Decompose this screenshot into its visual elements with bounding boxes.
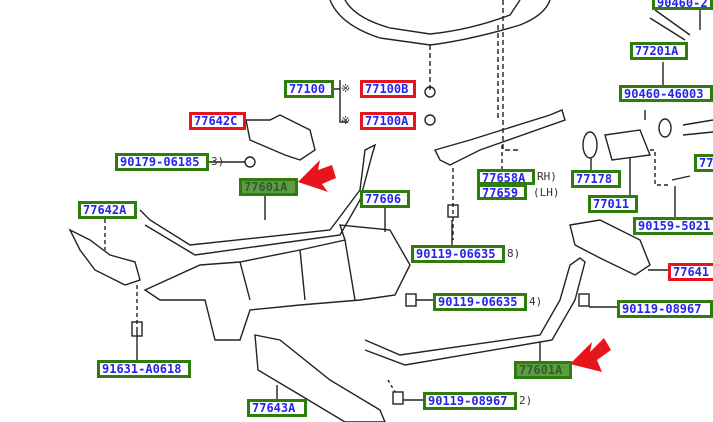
part-label-77643A[interactable]: 77643A xyxy=(247,399,307,417)
part-label-77642A[interactable]: 77642A xyxy=(78,201,137,219)
quantity-note: 3) xyxy=(211,155,225,168)
fuel-tank-outline xyxy=(329,0,551,46)
part-label-77100A[interactable]: 77100A xyxy=(360,112,416,130)
part-label-77100B[interactable]: 77100B xyxy=(360,80,416,98)
part-label-90159-5021[interactable]: 90159-5021 xyxy=(633,217,713,235)
part-label-90119-06635[interactable]: 90119-06635 xyxy=(411,245,505,263)
asterisk-mark: ※ xyxy=(341,82,351,95)
red-arrow-icon xyxy=(570,338,611,372)
part-label-77100[interactable]: 77100 xyxy=(284,80,334,98)
quantity-note: 8) xyxy=(507,247,521,260)
part-label-77642C[interactable]: 77642C xyxy=(189,112,246,130)
part-label-77606[interactable]: 77606 xyxy=(360,190,410,208)
part-label-90119-08967[interactable]: 90119-08967 xyxy=(617,300,713,318)
part-label-77659[interactable]: 77659 xyxy=(477,184,527,200)
part-label-77658A[interactable]: 77658A xyxy=(477,169,535,185)
part-label-77178[interactable]: 77178 xyxy=(571,170,621,188)
quantity-note: 2) xyxy=(519,394,533,407)
part-label-91631-A0618[interactable]: 91631-A0618 xyxy=(97,360,191,378)
part-label-77201A[interactable]: 77201A xyxy=(630,42,688,60)
part-label-90460-2[interactable]: 90460-2 xyxy=(652,0,713,10)
part-label-90119-08967[interactable]: 90119-08967 xyxy=(423,392,517,410)
asterisk-mark: ※ xyxy=(341,114,351,127)
part-label-77641[interactable]: 77641 xyxy=(668,263,713,281)
part-label-77601A-highlighted[interactable]: 77601A xyxy=(239,178,298,196)
lh-note: (LH) xyxy=(533,186,560,199)
part-label-77-cut[interactable]: 77 xyxy=(694,154,713,172)
red-arrow-icon xyxy=(298,160,336,192)
rh-note: RH) xyxy=(537,170,557,183)
part-label-77011[interactable]: 77011 xyxy=(588,195,638,213)
part-label-77601A-highlighted[interactable]: 77601A xyxy=(514,361,572,379)
quantity-note: 4) xyxy=(529,295,543,308)
part-label-90179-06185[interactable]: 90179-06185 xyxy=(115,153,209,171)
part-label-90119-06635[interactable]: 90119-06635 xyxy=(433,293,527,311)
part-label-90460-46003[interactable]: 90460-46003 xyxy=(619,85,713,102)
